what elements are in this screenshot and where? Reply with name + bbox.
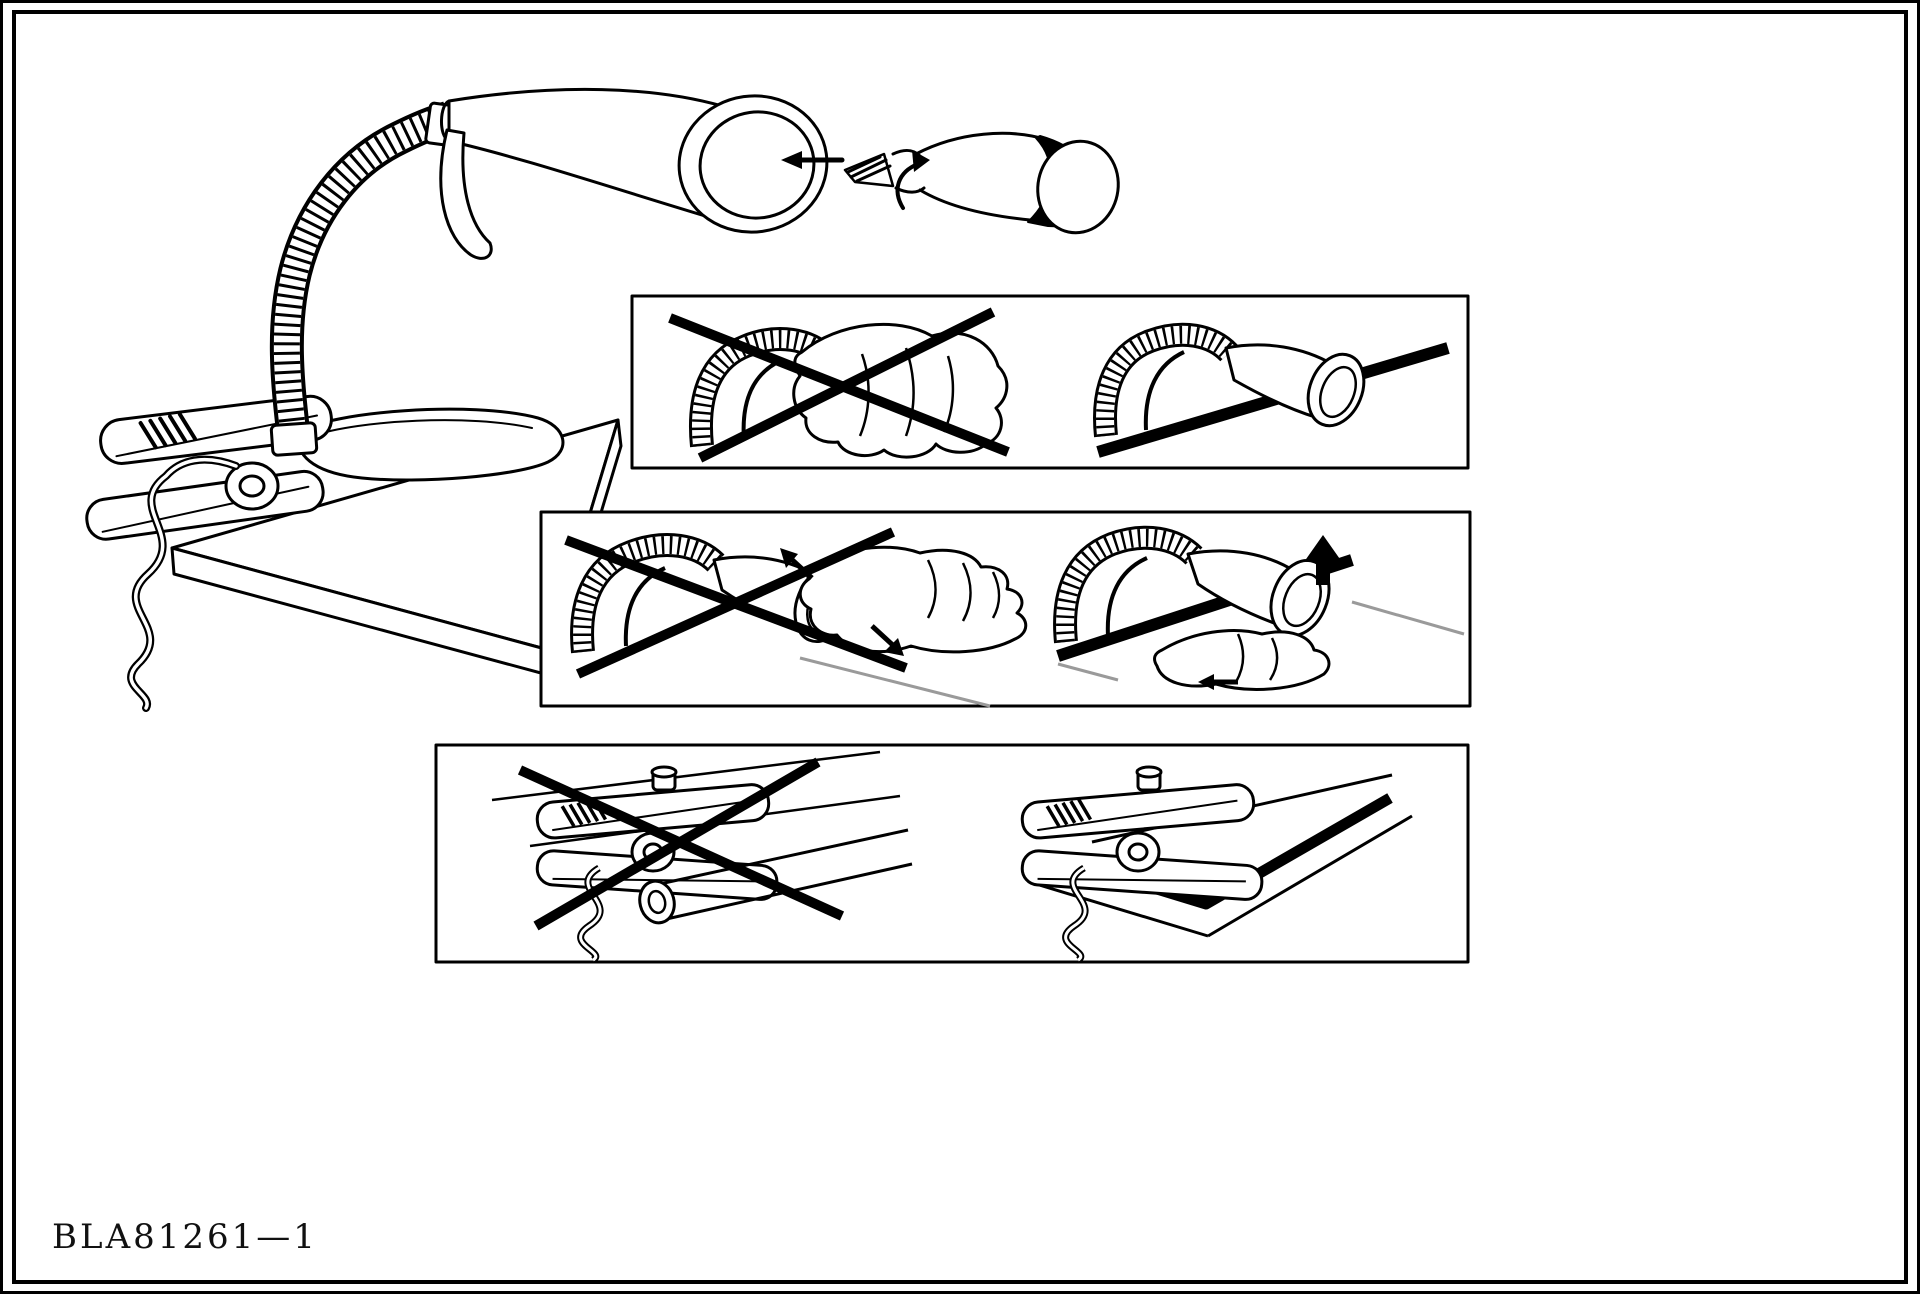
panel-no-cover — [630, 294, 1470, 470]
rotate-arrow-icon — [895, 150, 930, 210]
spring-pivot — [224, 461, 280, 511]
grip-texture — [138, 412, 197, 450]
clamp-grip — [85, 394, 333, 541]
correct-adjustment — [1053, 525, 1465, 691]
board-bottom-edge — [1035, 814, 1413, 938]
hand-icon — [1153, 629, 1331, 691]
correct-uncovered-lamp — [1093, 322, 1450, 458]
panel-mounting-surface — [434, 743, 1470, 964]
light-bulb — [843, 131, 1120, 235]
up-arrow-icon — [1304, 535, 1342, 585]
warning-covered-lamp — [668, 307, 1010, 463]
hand-icon — [798, 545, 1028, 654]
shade-opening — [698, 110, 816, 220]
insert-arrow-icon — [781, 151, 845, 169]
power-cord — [127, 455, 240, 712]
bulb-threads — [843, 152, 895, 188]
lamp-base-plate — [296, 407, 565, 482]
cross-out-mark — [564, 527, 908, 679]
surface-line — [1057, 600, 1465, 682]
main-illustration — [85, 87, 1120, 712]
part-number: BLA81261—1 — [52, 1217, 318, 1257]
warning-grab-head — [564, 527, 1028, 708]
panel-no-touch-hot-head — [539, 510, 1472, 708]
inner-border — [12, 10, 1908, 1284]
lamp-head — [440, 87, 829, 234]
warning-clamp-on-pipe — [491, 750, 913, 960]
correct-clamp-on-board — [1021, 767, 1413, 960]
handle-hook — [439, 128, 493, 260]
gooseneck-collar-bottom — [269, 421, 319, 457]
gooseneck — [269, 101, 453, 442]
cross-out-mark — [668, 307, 1010, 463]
cross-out-mark — [517, 757, 845, 931]
bulb-end-face — [1036, 139, 1120, 235]
left-arrow-icon — [1198, 674, 1238, 690]
surface-line — [799, 656, 991, 708]
